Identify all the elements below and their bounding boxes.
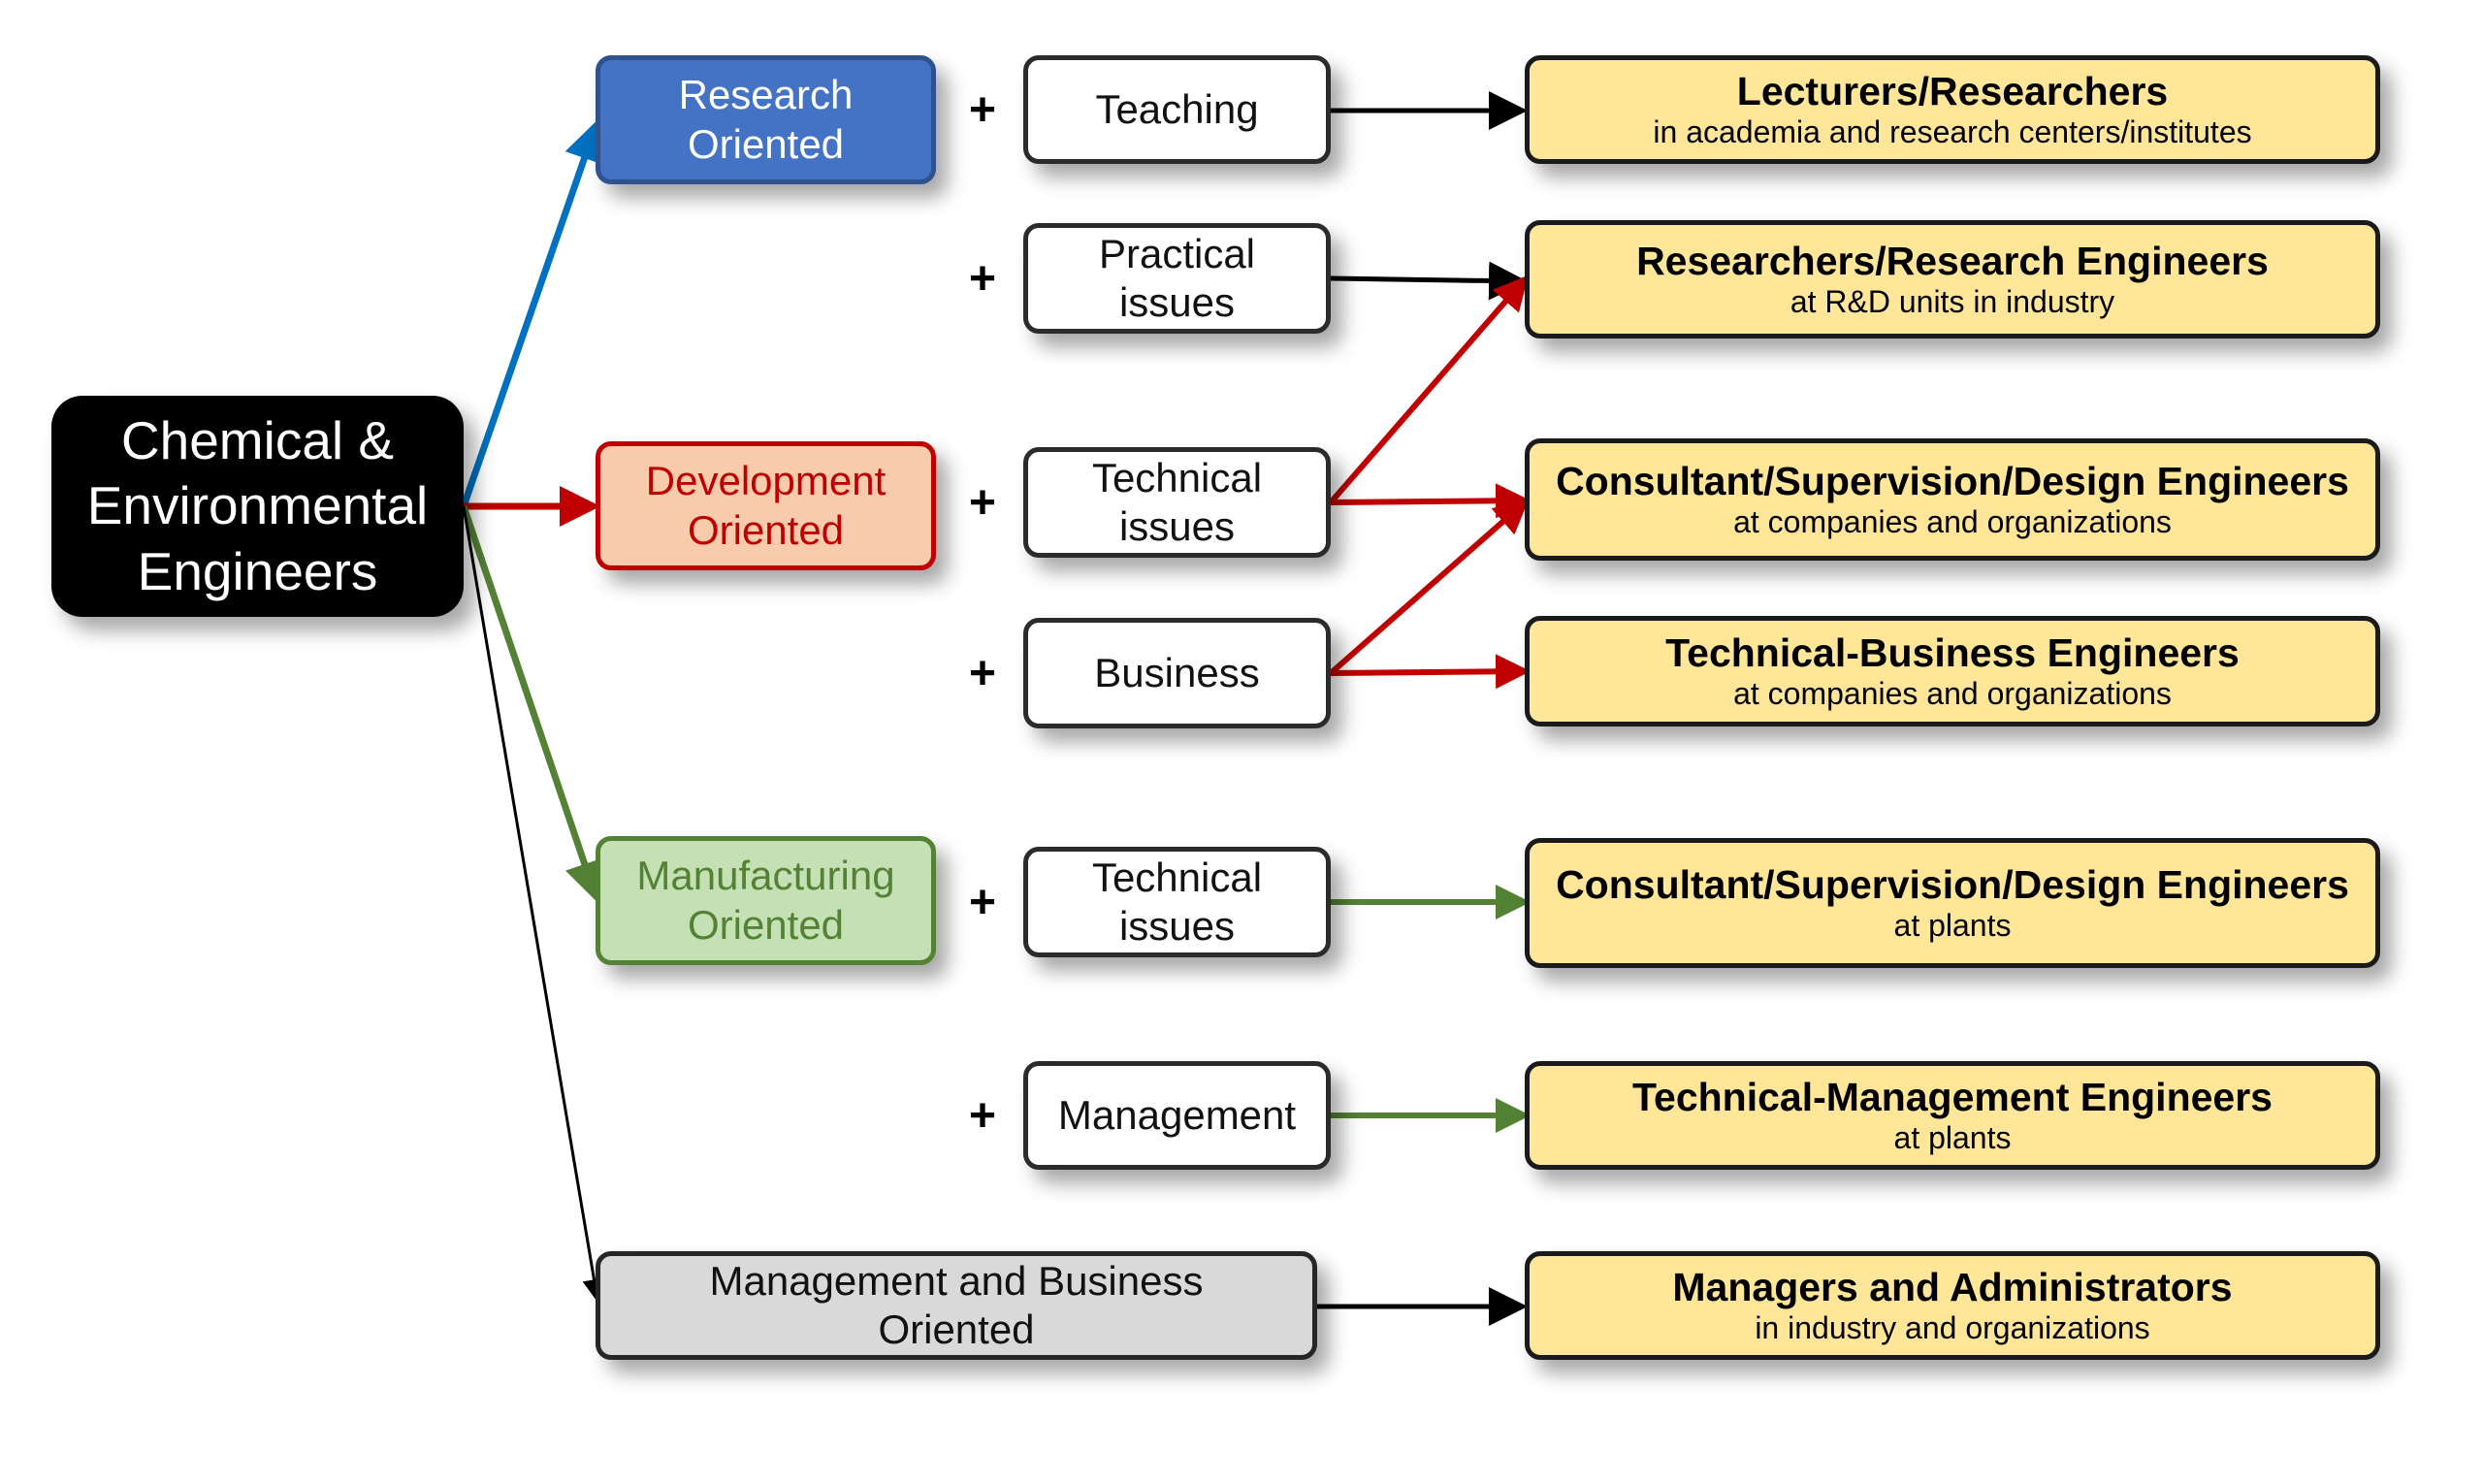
skill-practical-issues: Practical issues <box>1023 223 1331 334</box>
career-consultant-companies: Consultant/Supervision/Design Engineers … <box>1525 438 2380 561</box>
career-technical-business: Technical-Business Engineers at companie… <box>1525 616 2380 726</box>
category-label-line1: Development <box>645 458 887 504</box>
arrow-practical-to-rnd <box>1330 261 1528 301</box>
skill-teaching: Teaching <box>1023 55 1331 164</box>
career-subtitle: at R&D units in industry <box>1790 283 2115 319</box>
category-research-oriented: Research Oriented <box>596 55 936 184</box>
category-label-line1: Management and Business <box>709 1257 1204 1304</box>
arrow-root-to-research <box>460 119 604 508</box>
skill-label-line1: Management <box>1057 1091 1297 1138</box>
category-development-oriented: Development Oriented <box>596 441 936 570</box>
career-title: Managers and Administrators <box>1672 1264 2233 1309</box>
category-label-line2: Oriented <box>687 901 845 948</box>
arrow-root-to-management <box>462 505 606 1303</box>
arrow-technical-to-consult-companies <box>1330 483 1531 519</box>
skill-label-line2: issues <box>1118 279 1236 325</box>
skill-label-line1: Technical <box>1091 454 1263 500</box>
career-title: Lecturers/Researchers <box>1736 68 2169 113</box>
category-label-line2: Oriented <box>687 506 845 553</box>
skill-business: Business <box>1023 618 1331 728</box>
career-title: Consultant/Supervision/Design Engineers <box>1556 861 2349 907</box>
root-label-line2: Environmental <box>86 475 429 536</box>
skill-label-line1: Business <box>1094 649 1260 695</box>
career-research-engineers: Researchers/Research Engineers at R&D un… <box>1525 220 2380 339</box>
skill-technical-issues-manufacturing: Technical issues <box>1023 847 1331 957</box>
category-manufacturing-oriented: Manufacturing Oriented <box>596 836 936 965</box>
skill-label-line2: issues <box>1118 503 1236 549</box>
root-label-line3: Engineers <box>137 540 378 601</box>
category-label-line1: Manufacturing <box>636 853 895 899</box>
career-consultant-plants: Consultant/Supervision/Design Engineers … <box>1525 838 2380 968</box>
career-title: Researchers/Research Engineers <box>1636 238 2269 283</box>
skill-label-line1: Practical <box>1098 230 1256 276</box>
category-label-line1: Research <box>678 72 854 118</box>
plus-sign: + <box>968 876 997 928</box>
category-management-business-oriented: Management and Business Oriented <box>596 1251 1317 1360</box>
arrow-technical-to-rnd <box>1328 274 1529 504</box>
career-lecturers-researchers: Lecturers/Researchers in academia and re… <box>1525 55 2380 164</box>
career-subtitle: at companies and organizations <box>1733 503 2172 539</box>
career-title: Technical-Management Engineers <box>1632 1074 2273 1119</box>
career-title: Technical-Business Engineers <box>1665 629 2240 675</box>
root-label-line1: Chemical & <box>120 410 395 471</box>
arrow-business-to-tech-business <box>1330 654 1531 690</box>
plus-sign: + <box>968 476 997 529</box>
career-managers-administrators: Managers and Administrators in industry … <box>1525 1251 2380 1360</box>
career-technical-management: Technical-Management Engineers at plants <box>1525 1061 2380 1170</box>
career-subtitle: at plants <box>1893 907 2012 943</box>
career-subtitle: in industry and organizations <box>1755 1309 2150 1345</box>
arrow-business-to-consult-companies <box>1329 499 1530 676</box>
plus-sign: + <box>968 83 997 136</box>
career-title: Consultant/Supervision/Design Engineers <box>1556 458 2349 503</box>
career-subtitle: in academia and research centers/institu… <box>1653 113 2252 149</box>
career-subtitle: at plants <box>1893 1119 2012 1155</box>
plus-sign: + <box>968 647 997 699</box>
root-node: Chemical & Environmental Engineers <box>51 396 464 617</box>
category-label-line2: Oriented <box>878 1307 1035 1352</box>
skill-management: Management <box>1023 1061 1331 1170</box>
skill-technical-issues-development: Technical issues <box>1023 447 1331 558</box>
arrow-root-to-manufacturing <box>460 504 604 903</box>
plus-sign: + <box>968 1089 997 1142</box>
skill-label-line1: Teaching <box>1095 85 1259 132</box>
career-subtitle: at companies and organizations <box>1733 675 2172 711</box>
plus-sign: + <box>968 252 997 305</box>
skill-label-line2: issues <box>1118 903 1236 949</box>
category-label-line2: Oriented <box>687 120 845 167</box>
skill-label-line1: Technical <box>1091 854 1263 900</box>
